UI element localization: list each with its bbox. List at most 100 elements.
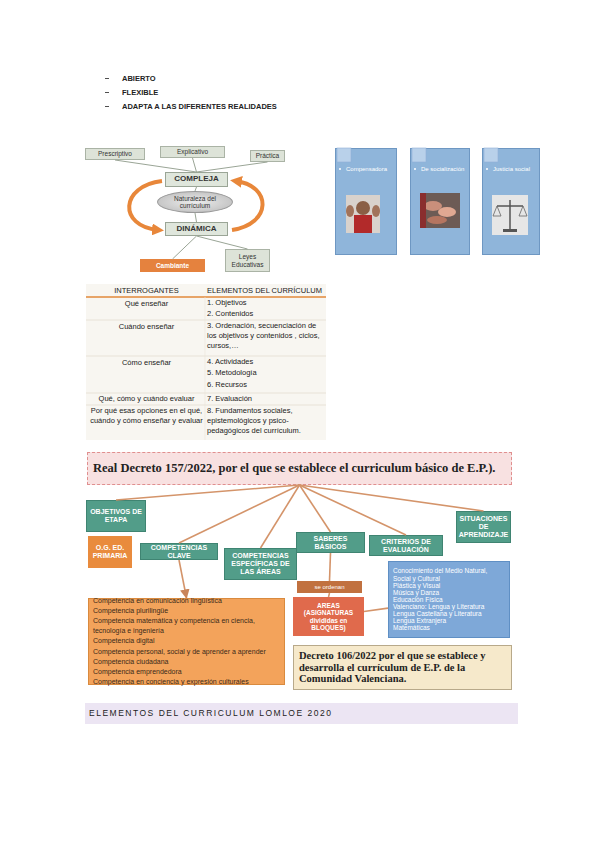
node-text: Competencia matemática y competencia en … <box>93 616 280 636</box>
decree-title: Real Decreto 157/2022, por el que se est… <box>87 452 512 485</box>
node-text: COMPLEJA <box>174 175 218 184</box>
node-text: Educación Física <box>393 596 443 603</box>
table-cell: 8. Fundamentos sociales, epistemológicos… <box>207 406 325 435</box>
node-text: Lengua Extranjera <box>393 617 446 624</box>
category-box: DINÁMICA <box>165 222 228 236</box>
node-text: Competencia digital <box>93 636 154 646</box>
connector-tag: se ordenan <box>297 581 362 593</box>
node-text: Música y Danza <box>393 589 439 596</box>
text-box: Prescriptivo <box>85 148 145 160</box>
table-cell: 2. Contenidos <box>207 309 325 319</box>
node-text: Competencia emprendedora <box>93 667 182 677</box>
competence-list: Competencia en comunicación lingüísticaC… <box>88 598 285 685</box>
node-text: COMPETENCIAS CLAVE <box>141 544 217 559</box>
node-text: Competencia ciudadana <box>93 657 169 667</box>
node-text: O.G. ED. PRIMARIA <box>88 544 132 559</box>
node-text: COMPETENCIAS ESPECÍFICAS DE LAS ÁREAS <box>225 552 296 575</box>
nature-ellipse: Naturaleza del currículum <box>157 191 233 213</box>
connector-line <box>195 213 197 222</box>
element-box: OBJETIVOS DE ETAPA <box>86 500 146 532</box>
bullet-item: ABIERTO <box>122 74 342 84</box>
table-cell: INTERROGANTES <box>88 286 205 296</box>
element-box: COMPETENCIAS CLAVE <box>140 543 218 560</box>
function-panel: Justicia social <box>482 148 540 255</box>
table-cell: Qué, cómo y cuándo evaluar <box>88 394 205 404</box>
table-cell: Qué enseñar <box>88 299 205 309</box>
connector-line <box>197 162 268 172</box>
node-text: De socialización <box>421 166 464 173</box>
node-text: Cambiante <box>156 262 189 269</box>
connector-line <box>179 560 187 598</box>
table-cell: 1. Objetivos <box>207 298 325 308</box>
table-cell: Por qué esas opciones en el qué, cuándo … <box>88 406 205 426</box>
table-cell: 3. Ordenación, secuenciación de los obje… <box>207 321 325 350</box>
table-cell: ELEMENTOS DEL CURRÍCULUM <box>207 286 325 296</box>
node-text: Matemáticas <box>393 624 430 631</box>
table-cell: Cuándo enseñar <box>88 322 205 332</box>
table-cell: 4. Actividades <box>207 357 325 367</box>
node-text: Real Decreto 157/2022, por el que se est… <box>93 462 495 476</box>
function-panel: De socialización <box>410 148 470 255</box>
node-text: Competencia personal, social y de aprend… <box>93 647 266 657</box>
node-text: se ordenan <box>314 584 344 591</box>
decree-box: Decreto 106/2022 por el que se establece… <box>293 645 512 690</box>
node-text: DINÁMICA <box>177 225 217 234</box>
connector-line <box>197 236 248 249</box>
areas-box: AREAS (ASIGNATURAS divididas en BLOQUES) <box>293 597 364 636</box>
table-cell: 7. Evaluación <box>207 394 325 404</box>
element-box: CRITERIOS DE EVALUACIÓN <box>369 535 443 556</box>
connector-line <box>193 158 197 172</box>
connector-line <box>179 485 300 543</box>
node-text: Competencia en conciencia y expresión cu… <box>93 677 249 687</box>
cycle-arrow <box>232 181 263 230</box>
node-text: Competencia plurilingüe <box>93 606 168 616</box>
node-text: CRITERIOS DE EVALUACIÓN <box>370 538 442 553</box>
connector-line <box>261 485 300 548</box>
change-box: Cambiante <box>140 259 205 272</box>
objective-box: O.G. ED. PRIMARIA <box>88 536 132 568</box>
bullet-item: ADAPTA A LAS DIFERENTES REALIDADES <box>122 102 342 112</box>
node-text: Conocimiento del Medio Natural, Social y… <box>393 567 505 581</box>
element-box: SABERES BÁSICOS <box>296 532 365 553</box>
node-text: Plástica y Visual <box>393 582 440 589</box>
connector-line <box>364 608 388 611</box>
connector-line <box>300 485 484 511</box>
text-box: Leyes Educativas <box>225 249 270 272</box>
element-box: SITUACIONES DE APRENDIZAJE <box>456 511 511 543</box>
node-text: SITUACIONES DE APRENDIZAJE <box>457 515 510 538</box>
connector-line <box>300 485 407 535</box>
category-box: COMPLEJA <box>165 172 228 187</box>
node-text: Justicia social <box>493 166 530 173</box>
subject-list: Conocimiento del Medio Natural, Social y… <box>388 561 510 638</box>
table-cell: 6. Recursos <box>207 380 325 390</box>
function-panel: Compensadora <box>335 148 397 255</box>
element-box: COMPETENCIAS ESPECÍFICAS DE LAS ÁREAS <box>224 548 297 580</box>
bullet-dashes <box>105 79 109 107</box>
connector-line <box>116 485 300 500</box>
bullet-item: FLEXIBLE <box>122 88 342 98</box>
table-cell: Cómo enseñar <box>88 358 205 368</box>
node-text: Práctica <box>256 152 279 159</box>
node-text: AREAS (ASIGNATURAS divididas en BLOQUES) <box>293 602 364 631</box>
node-text: Valenciano: Lengua y Literatura <box>393 603 484 610</box>
node-text: Lengua Castellana y Literatura <box>393 610 482 617</box>
node-text: OBJETIVOS DE ETAPA <box>87 508 145 523</box>
node-text: Decreto 106/2022 por el que se establece… <box>299 650 506 685</box>
node-text: Naturaleza del currículum <box>158 195 232 209</box>
text-box: Explicativo <box>160 146 225 158</box>
text-box: Práctica <box>250 150 285 162</box>
connector-line <box>300 485 331 532</box>
node-text: Prescriptivo <box>98 150 132 157</box>
node-text: Leyes Educativas <box>226 253 269 267</box>
connector-line <box>173 236 197 259</box>
node-text: Compensadora <box>346 166 387 173</box>
node-text: SABERES BÁSICOS <box>297 535 364 550</box>
connector-line <box>115 160 197 172</box>
caption-band: ELEMENTOS DEL CURRICULUM LOMLOE 2020 <box>85 703 518 724</box>
cycle-arrow <box>129 181 162 230</box>
table-cell: 5. Metodología <box>207 368 325 378</box>
node-text: Explicativo <box>177 148 208 155</box>
node-text: Competencia en comunicación lingüística <box>93 596 222 606</box>
connector-line <box>330 553 331 581</box>
